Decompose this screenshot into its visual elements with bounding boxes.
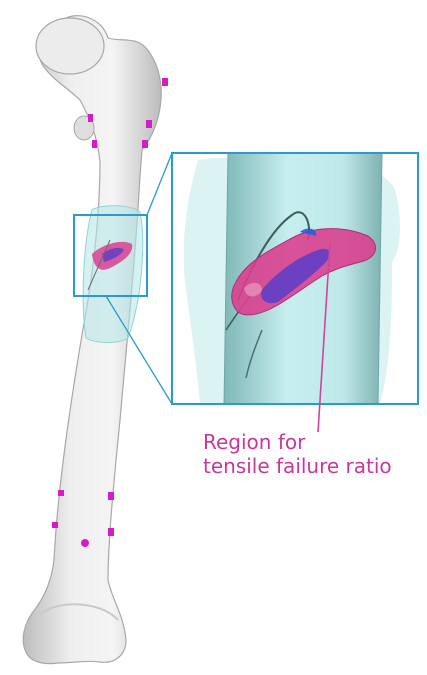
annotation-label-line2: tensile failure ratio	[203, 455, 392, 477]
tracking-marker	[108, 528, 114, 536]
tracking-marker	[108, 492, 114, 500]
tracking-marker	[146, 120, 152, 128]
annotation-label-line1: Region for	[203, 431, 305, 453]
tracking-marker	[58, 490, 64, 496]
callus-region	[83, 206, 143, 343]
fracture-inset	[172, 153, 418, 404]
tracking-marker	[92, 140, 97, 148]
tracking-marker	[88, 114, 93, 122]
tracking-marker	[162, 78, 168, 86]
tracking-marker	[52, 522, 58, 528]
tracking-marker	[142, 140, 148, 148]
tracking-marker	[81, 539, 89, 547]
